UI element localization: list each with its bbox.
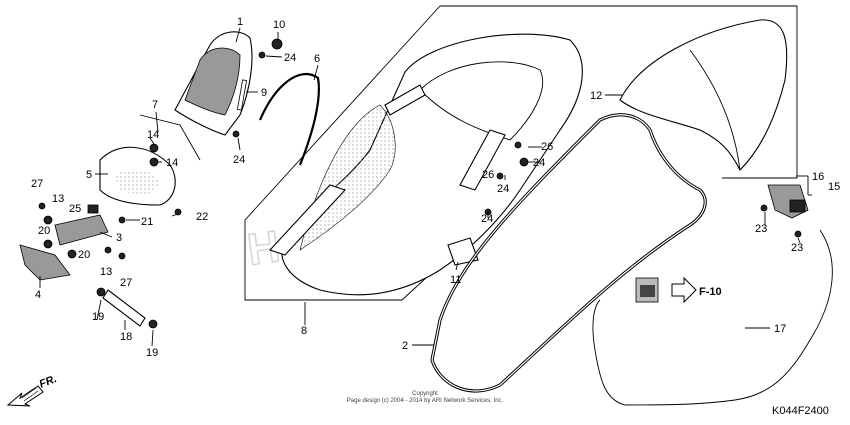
callout-24e: 24: [481, 213, 493, 225]
callout-14b: 14: [166, 157, 178, 169]
callout-24b: 24: [233, 154, 245, 166]
rear-cover-part: [174, 31, 253, 136]
callout-15: 15: [828, 181, 840, 193]
callout-27a: 27: [31, 178, 43, 190]
callout-24d: 24: [497, 183, 509, 195]
f10-arrow-icon: [671, 276, 697, 304]
callout-13b: 13: [100, 266, 112, 278]
callout-1: 1: [237, 16, 243, 28]
callout-9: 9: [261, 87, 267, 99]
callout-16: 16: [812, 171, 824, 183]
main-seat: [269, 33, 583, 296]
front-direction-indicator: FR.: [6, 373, 59, 407]
copyright-line-2: Page design (c) 2004 - 2014 by ARI Netwo…: [347, 398, 504, 404]
callout-7: 7: [152, 99, 158, 111]
callout-22: 22: [196, 211, 208, 223]
seat-cover-part: [619, 19, 788, 171]
callout-21: 21: [141, 216, 153, 228]
callout-12: 12: [590, 90, 602, 102]
callout-27b: 27: [120, 277, 132, 289]
callout-20b: 20: [78, 249, 90, 261]
diagram-code: K044F2400: [772, 405, 829, 417]
fasteners: [38, 38, 802, 329]
direction-label: FR.: [38, 373, 59, 391]
callout-4: 4: [35, 289, 41, 301]
callout-26b: 26: [482, 169, 494, 181]
callout-17: 17: [774, 323, 786, 335]
callout-26a: 26: [541, 141, 553, 153]
callout-2: 2: [402, 340, 408, 352]
latch-part: [767, 184, 809, 219]
trim-strip-part: [139, 114, 201, 161]
rubber-strip-part: [258, 72, 320, 166]
seat-pad-part: [447, 237, 479, 266]
callout-11: 11: [450, 274, 461, 286]
callout-8: 8: [301, 325, 307, 337]
callout-3: 3: [116, 232, 122, 244]
bracket-part: [99, 146, 176, 206]
seat-assembly-box: [244, 5, 798, 301]
cable-part: [592, 229, 833, 406]
callout-10: 10: [273, 19, 285, 31]
seal-ring-part: [430, 113, 707, 393]
front-arrow-icon: [6, 385, 44, 407]
callout-20a: 20: [38, 225, 50, 237]
callout-labels: 1 2 3 4 5 6 7 8 9 10 11 12 13 13 14 14 1…: [31, 16, 840, 359]
callout-23a: 23: [755, 223, 767, 235]
callout-23b: 23: [791, 242, 803, 254]
callout-5: 5: [86, 169, 92, 181]
callout-14a: 14: [147, 129, 159, 141]
leader-lines: [39, 27, 812, 347]
callout-13a: 13: [52, 193, 64, 205]
callout-18: 18: [120, 331, 132, 343]
callout-19a: 19: [92, 311, 104, 323]
reference-label: F-10: [699, 286, 722, 298]
callout-24a: 24: [284, 52, 296, 64]
callout-25: 25: [69, 203, 81, 215]
f10-part-icon: [635, 277, 659, 303]
shaft-part: [102, 289, 146, 327]
callout-24c: 24: [533, 157, 545, 169]
copyright-line-1: Copyright: [412, 391, 438, 397]
pin-part: [236, 79, 248, 111]
callout-19b: 19: [146, 347, 158, 359]
callout-6: 6: [314, 53, 320, 65]
small-bracket-part: [19, 204, 109, 281]
